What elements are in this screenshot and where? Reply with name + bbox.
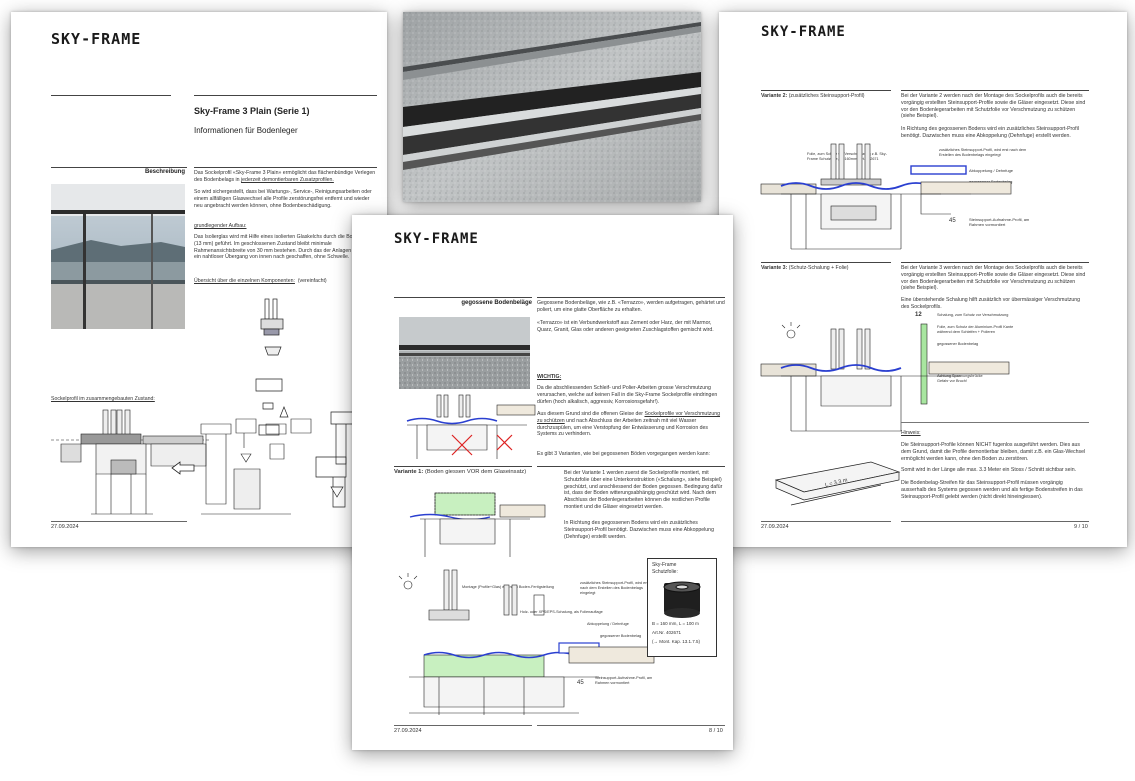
aufbau-paragraph: Das Isolierglas wird mit Hilfe eines iso… <box>194 234 379 261</box>
page-subtitle: Informationen für Bodenleger <box>194 126 298 135</box>
variant-3-diagram <box>760 322 1010 432</box>
v3-annotation-foil: Folie, zum Schutz der Aluminium-Profil K… <box>937 325 1014 334</box>
v1-annotation-joint: Abkoppelung / Dehnfuge <box>587 622 629 626</box>
variant-1-text2: In Richtung des gegossenen Bodens wird e… <box>564 520 714 540</box>
foil-box-article: Art.Nr. 402671 <box>652 630 682 635</box>
aufbau-heading: grundlegender Aufbau: <box>194 223 247 229</box>
v1-annotation-support: zusätzliches Steinsupport-Profil, wird e… <box>580 581 650 595</box>
page-9: SKY-FRAME Variante 2: (zusätzliches Stei… <box>719 12 1127 547</box>
exploded-profile-diagram <box>200 418 312 515</box>
v1-annotation-floor: gegossener Bodenbelag <box>600 634 642 638</box>
brand-logo: SKY-FRAME <box>761 24 846 40</box>
sockel-heading: Sockelprofil im zusammengebauten Zustand… <box>51 396 155 402</box>
protected-profile-diagram <box>406 394 536 459</box>
section-label: gegossene Bodenbeläge <box>461 300 532 306</box>
support-profile-length-diagram <box>774 461 901 506</box>
protection-paragraph: Aus diesem Grund sind die offenen Gleise… <box>537 411 721 438</box>
window-photo <box>51 184 185 329</box>
v2-annotation-support: zusätzliches Steinsupport-Profil, wird e… <box>939 148 1027 157</box>
v2-annotation-receiver: Steinsupport-Aufnahme-Profil, am Rahmen … <box>969 217 1030 228</box>
profile-parts-diagram <box>315 411 372 508</box>
intro-paragraph: Gegossene Bodenbeläge, wie z.B. «Terrazz… <box>537 300 725 313</box>
hinweis-text-3: Die Bodenbelag-Streifen für das Steinsup… <box>901 480 1083 500</box>
page8-date: 27.09.2024 <box>394 728 422 734</box>
hinweis-heading: Hinweis: <box>901 430 921 436</box>
variant-3-heading: Variante 3: (Schutz-Schalung + Folie) <box>761 265 849 271</box>
section-label: Beschreibung <box>144 169 185 175</box>
variant-1-formwork-diagram <box>409 492 546 557</box>
terrazzo-paragraph: «Terrazzo» ist ein Verbundwerkstoff aus … <box>537 320 714 333</box>
variant-2-heading: Variante 2: (zusätzliches Steinsupport-P… <box>761 93 865 99</box>
hinweis-text-1: Die Steinsupport-Profile können NICHT fu… <box>901 442 1086 462</box>
component-overview-diagram <box>255 298 289 436</box>
foil-box-reference: (→ Mont. Kap. 13.1.7.5) <box>652 639 701 644</box>
v2-annotation-floor: gegossener Bodenbelag <box>969 179 1013 184</box>
foil-box-title: Sky-Frame Schutzfolie: <box>652 562 678 575</box>
page-8: SKY-FRAME gegossene Bodenbeläge Gegossen… <box>352 215 733 750</box>
brand-logo: SKY-FRAME <box>394 231 479 247</box>
v3-annotation-formwork: Schalung, zum Schutz vor Verschmutzung <box>937 313 1009 317</box>
brand-logo: SKY-FRAME <box>51 30 142 48</box>
hinweis-text-2: Somit wird in der Länge alle max. 3.3 Me… <box>901 467 1077 473</box>
important-paragraph: Da die abschliessenden Schleif- und Poli… <box>537 385 718 405</box>
variant-1-diagram <box>398 569 655 715</box>
v2-annotation-joint: Abkoppelung / Dehnfuge <box>969 168 1014 173</box>
v1-annotation-receiver: Steinsupport-Aufnahme-Profil, am Rahmen … <box>595 676 653 685</box>
variant-1-text: Bei der Variante 1 werden zuerst die Soc… <box>564 470 723 510</box>
protective-foil-box: Sky-Frame Schutzfolie: B = 160 mm, L = 1… <box>647 558 717 657</box>
page-title: Sky-Frame 3 Plain (Serie 1) <box>194 106 310 116</box>
variant-3-text: Bei der Variante 3 werden nach der Monta… <box>901 265 1086 292</box>
variant-2-text: Bei der Variante 2 werden nach der Monta… <box>901 93 1086 120</box>
arrow-left-icon <box>171 461 195 475</box>
page-1: SKY-FRAME Sky-Frame 3 Plain (Serie 1) In… <box>11 12 387 547</box>
foil-roll-icon <box>663 581 701 618</box>
variant-1-heading: Variante 1: (Boden giessen VOR dem Glase… <box>394 469 527 475</box>
assembled-profile-diagram <box>51 409 211 515</box>
variant-2-diagram <box>760 143 1012 250</box>
important-heading: WICHTIG: <box>537 374 562 380</box>
terrazzo-photo <box>399 317 530 389</box>
v3-dimension: 12 <box>915 312 922 318</box>
v2-dimension: 45 <box>949 218 956 224</box>
v1-dimension: 45 <box>577 680 584 686</box>
variants-intro: Es gibt 3 Varianten, wie bei gegossenen … <box>537 451 710 457</box>
foil-box-dims: B = 160 mm, L = 100 m <box>652 621 699 626</box>
floor-rail-photo <box>403 12 701 202</box>
uebersicht-heading: Übersicht über die einzelnen Komponenten… <box>194 278 327 284</box>
page9-date: 27.09.2024 <box>761 524 789 530</box>
service-paragraph: So wird sichergestellt, dass bei Wartung… <box>194 189 372 209</box>
variant-3-text2: Eine überstehende Schalung hilft zusätzl… <box>901 297 1081 310</box>
page1-date: 27.09.2024 <box>51 524 79 530</box>
page8-number: 8 / 10 <box>709 728 723 734</box>
description-paragraph: Das Sockelprofil «Sky-Frame 3 Plain» erm… <box>194 170 376 183</box>
v1-annotation-formwork: Holz- oder XPS/EPS-Schalung, als Foliena… <box>520 610 603 614</box>
variant-2-text2: In Richtung des gegossenen Bodens wird e… <box>901 126 1079 139</box>
page9-number: 9 / 10 <box>1074 524 1088 530</box>
v3-annotation-floor: gegossener Bodenbelag <box>937 342 979 346</box>
